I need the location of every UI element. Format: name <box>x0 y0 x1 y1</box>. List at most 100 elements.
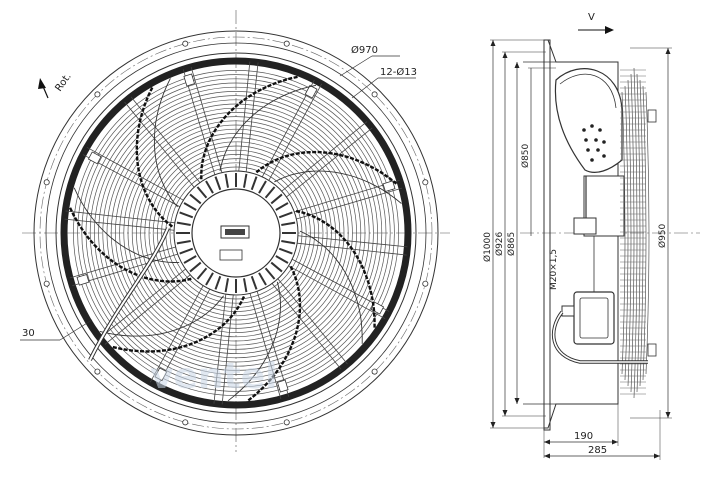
holes-label: 12-Ø13 <box>380 66 417 78</box>
venturi-inner-ring <box>60 57 412 409</box>
hub-fin <box>250 275 258 290</box>
bolt-hole <box>182 419 189 426</box>
guard-strut <box>261 79 315 178</box>
guard-strut <box>157 288 211 387</box>
side-blade-edge <box>559 73 617 109</box>
hub-fin <box>196 267 208 280</box>
blade-edge <box>68 206 192 283</box>
side-guard-wire <box>645 91 650 375</box>
blade-edge <box>295 209 376 329</box>
guard-strut <box>297 235 408 248</box>
side-guard-wire <box>633 67 638 399</box>
blade-edge <box>255 150 398 185</box>
grille-ring <box>152 149 320 317</box>
blade-trailing-edge <box>274 170 402 204</box>
dim-d926-arrow-top <box>502 52 508 58</box>
grille-ring <box>106 103 366 363</box>
guard-strut <box>296 187 403 220</box>
strut-bracket <box>304 84 318 99</box>
blade-hole <box>594 138 598 142</box>
hub-fin <box>264 186 276 199</box>
grille-ring <box>144 141 328 325</box>
dim-190-arrow-left <box>544 439 550 445</box>
strut-bracket <box>382 180 396 193</box>
guard-strut <box>149 285 204 383</box>
front-view <box>20 10 450 452</box>
grille-ring <box>81 78 391 388</box>
guard-grille <box>73 70 399 396</box>
guard-strut <box>277 278 348 365</box>
venturi-ring <box>55 52 417 414</box>
guard-strut <box>294 179 400 213</box>
guard-strut <box>182 69 216 175</box>
dim-285-arrow-right <box>654 453 660 459</box>
airflow-label: V <box>588 12 595 23</box>
dimension-arrows <box>490 40 671 459</box>
grille-ring <box>169 166 303 300</box>
grille-ring <box>102 99 370 367</box>
guard-strut <box>190 66 223 173</box>
dim-d865-arrow-bottom <box>514 398 520 404</box>
leader-angle-diag <box>59 319 93 341</box>
guard-strut <box>249 293 282 400</box>
guard-strut <box>213 294 227 404</box>
hub-fin <box>183 202 197 211</box>
gland-label: M20×1,5 <box>549 249 559 290</box>
hub-fin <box>281 221 296 226</box>
grille-ring <box>123 120 349 346</box>
blade-trailing-edge <box>227 281 281 402</box>
grille-ring <box>115 112 357 354</box>
airflow-arrow-head <box>605 26 614 34</box>
blade-hole <box>590 158 594 162</box>
bolt-hole <box>94 91 101 98</box>
grille-ring <box>110 107 362 359</box>
blade-hole <box>584 138 588 142</box>
hub-fin <box>278 211 293 219</box>
bolt-hole <box>182 40 189 47</box>
hub-fin <box>205 180 214 194</box>
strut-bracket <box>183 73 196 87</box>
grille-ring <box>148 145 324 321</box>
d950-label: Ø950 <box>657 223 668 248</box>
hub-cooling-fins <box>176 173 296 293</box>
guard-strut <box>281 121 368 192</box>
bolt-hole <box>371 91 378 98</box>
guard-struts <box>64 61 408 405</box>
blade-trailing-edge <box>73 187 180 263</box>
blade-edge <box>200 75 299 180</box>
guard-strut <box>245 62 259 172</box>
outer-diameter-label: Ø970 <box>351 44 378 56</box>
guard-strut <box>124 101 195 188</box>
strut-bracket <box>76 273 90 286</box>
depth-190-label: 190 <box>574 431 593 442</box>
blade-trailing-edge <box>219 84 317 172</box>
grille-ring <box>73 70 399 396</box>
watermark: ventel <box>150 356 277 397</box>
hub-fin <box>176 240 191 245</box>
grille-ring <box>127 124 345 342</box>
dim-d950-arrow-top <box>665 48 671 54</box>
bolt-hole <box>283 419 290 426</box>
flange-outer-ring <box>33 30 439 436</box>
grille-ring <box>98 95 374 371</box>
guard-strut <box>268 83 323 181</box>
blade-hole <box>582 128 586 132</box>
hub-fin <box>205 272 214 286</box>
dim-d950-arrow-bottom <box>665 412 671 418</box>
hub-fin <box>196 186 208 199</box>
blade-edge <box>247 265 302 402</box>
guard-support-lower <box>647 343 657 357</box>
bolt-hole <box>422 280 429 287</box>
hub-fin <box>258 180 267 194</box>
hub-fin <box>214 176 222 191</box>
hub-fin <box>179 211 194 219</box>
rotation-arrow-head <box>38 78 46 89</box>
guard-strut <box>65 210 175 224</box>
grille-ring <box>140 137 332 329</box>
side-guard-wire <box>627 79 632 387</box>
rotation-label: Rot. <box>53 71 73 93</box>
hub-fin <box>264 267 276 280</box>
grille-ring <box>94 91 378 375</box>
guard-strut <box>82 154 181 208</box>
blade-trailing-edge <box>299 230 363 344</box>
